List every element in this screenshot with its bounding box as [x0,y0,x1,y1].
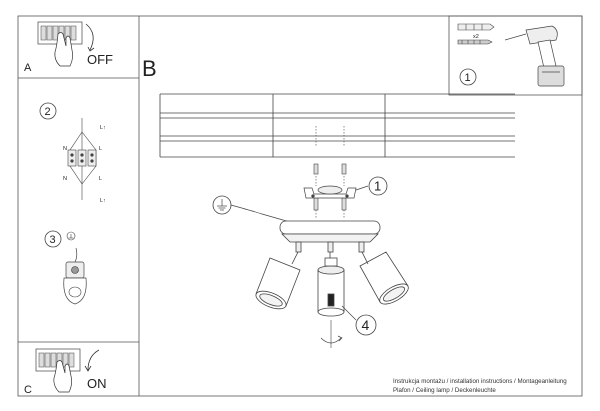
wall-anchors-icon [457,23,495,45]
footer-line-2: Plafon / Ceiling lamp / Deckenleuchte [393,386,496,394]
screw-quantity: x2 [473,34,479,40]
wire-label-n-top: N [63,146,67,152]
bracket-leader-line [355,185,369,191]
step-4-circle [355,314,377,336]
rotate-arrow-icon [320,335,343,344]
step-1-bracket-number: 1 [374,179,381,194]
wire-label-l-top: L [99,146,102,152]
mounting-bracket-icon [303,185,357,199]
power-off-icon [37,21,95,67]
step-4-leader-line [341,305,357,321]
panel-a-action: OFF [87,52,113,67]
wire-label-n-bottom: N [63,176,67,182]
step-1-top-circle [459,68,477,86]
ground-wire [230,204,291,223]
panel-c-letter: C [24,384,32,396]
panel-c-action: ON [87,376,107,391]
power-on-icon [35,348,100,393]
canopy-plate [279,220,381,253]
power-drill-icon [504,25,565,87]
step-2-circle [39,102,57,120]
step-4-number: 4 [362,317,370,333]
ground-clamp-icon [63,231,87,305]
step-1-top-number: 1 [465,72,471,84]
footer-caption: Instrukcja montażu / installation instru… [393,378,567,395]
ceiling-surface [159,93,515,158]
wiring-terminal-icon [67,118,97,200]
footer-line-1: Instrukcja montażu / installation instru… [393,378,567,385]
step-2-number: 2 [45,106,51,118]
mounting-screws-icon [313,126,347,218]
panel-b-letter: B [142,56,157,81]
wire-label-l1-bottom: L↑ [100,198,106,204]
tools-panel [448,15,583,96]
panel-a-letter: A [24,62,32,74]
spotlight-left [255,251,301,310]
spotlight-right [359,251,409,305]
outer-frame [17,15,583,397]
spotlight-center [317,252,345,317]
step-3-number: 3 [50,234,56,246]
wire-label-l1-top: L↑ [100,125,106,131]
step-1-bracket-circle [368,176,388,196]
wire-label-l-bottom: L [99,176,102,182]
step-3-circle [44,230,62,248]
earth-ground-icon [212,195,232,215]
